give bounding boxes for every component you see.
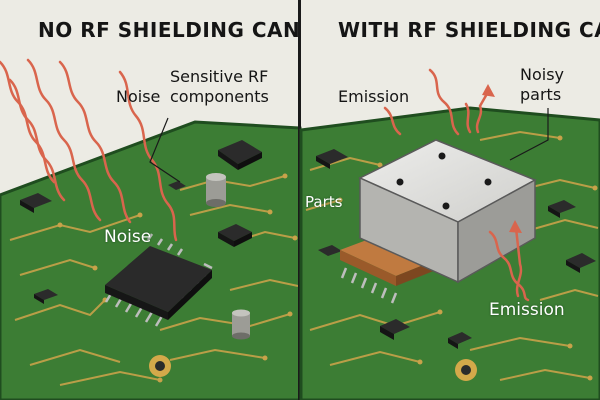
- right-callout-line: [509, 108, 549, 161]
- label-noise-board: Noise: [104, 227, 152, 247]
- right-small-component-a: [316, 149, 348, 169]
- right-small-component-c: [548, 200, 576, 218]
- right-small-component-b: [318, 245, 342, 256]
- left-panel: [0, 58, 302, 400]
- left-small-component-right: [218, 224, 252, 247]
- right-vias: [337, 135, 598, 381]
- right-mounting-hole: [455, 359, 477, 381]
- left-callout-line: [149, 117, 181, 183]
- left-small-component-b: [34, 289, 58, 304]
- left-noise-waves: [0, 58, 178, 242]
- label-noisy-line1: Noisy: [520, 65, 565, 84]
- left-sensitive-rf-component: [218, 140, 262, 170]
- right-emission-waves: [383, 68, 530, 302]
- right-traces: [305, 130, 599, 381]
- label-sensitive-rf-line2: components: [170, 87, 269, 106]
- label-emission-top: Emission: [338, 87, 410, 106]
- label-parts: Parts: [305, 193, 343, 211]
- left-mounting-hole: [149, 355, 171, 377]
- right-panel-title: WITH RF SHIELDING CAN: [338, 18, 600, 42]
- left-vias: [57, 173, 298, 383]
- right-panel: [299, 68, 600, 400]
- left-traces: [9, 175, 299, 386]
- right-small-component-f: [448, 332, 472, 349]
- label-noise-top: Noise: [116, 87, 161, 106]
- left-capacitor-lower: [232, 309, 250, 340]
- left-capacitor-upper: [206, 173, 226, 207]
- label-noisy-line2: parts: [520, 85, 562, 104]
- right-shielding-can: [358, 139, 537, 284]
- left-main-chip: [104, 233, 213, 327]
- left-panel-title: NO RF SHIELDING CAN: [38, 18, 301, 42]
- right-small-component-e: [380, 319, 410, 340]
- left-small-component-a: [20, 193, 52, 213]
- label-emission-bottom: Emission: [489, 300, 565, 320]
- right-small-component-d: [566, 253, 596, 273]
- label-sensitive-rf-line1: Sensitive RF: [170, 67, 269, 86]
- left-small-component-c: [168, 181, 186, 190]
